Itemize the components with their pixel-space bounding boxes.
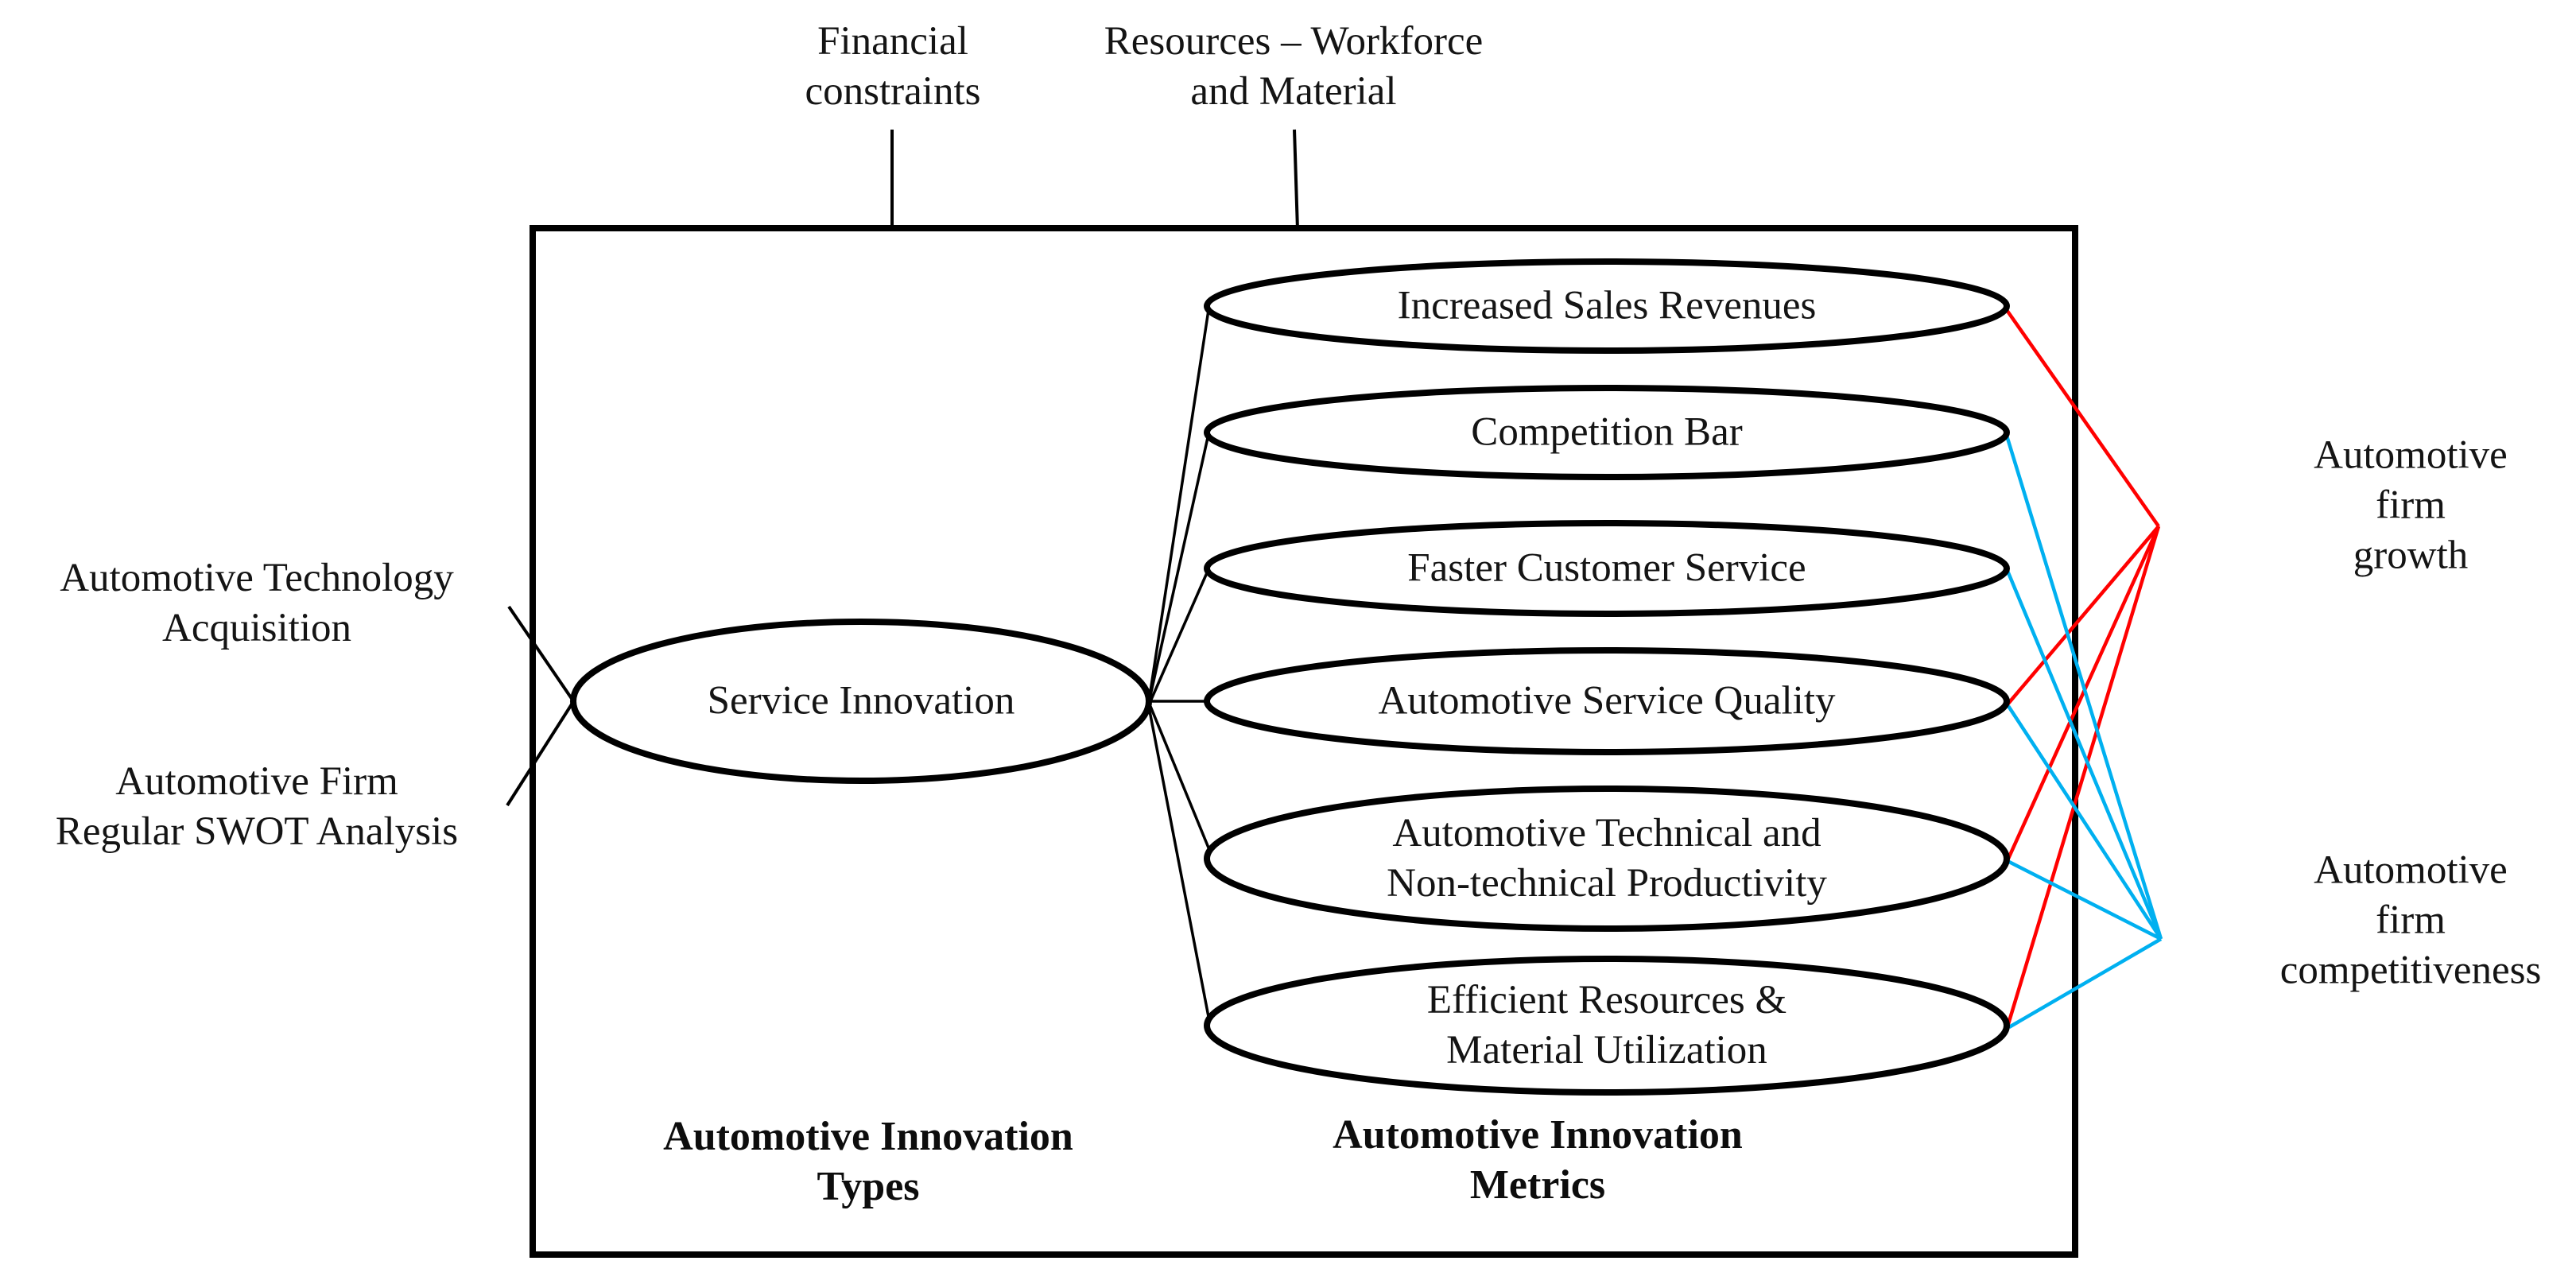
fan-line-faster-customer-service bbox=[1149, 568, 1210, 702]
service-innovation-ellipse bbox=[570, 619, 1152, 784]
growth-link-efficient-resources bbox=[2006, 526, 2161, 1025]
caption-innovation-metrics: Automotive Innovation Metrics bbox=[1333, 1112, 1743, 1208]
swot-analysis-label: Automotive Firm Regular SWOT Analysis bbox=[55, 759, 459, 854]
fan-line-increased-sales bbox=[1148, 309, 1210, 697]
service-innovation-label: Service Innovation bbox=[707, 678, 1015, 723]
metric-ellipse-faster-customer-service bbox=[1204, 520, 2010, 617]
resources-connector bbox=[1293, 129, 1299, 231]
competitiveness-link-service-quality bbox=[2007, 704, 2163, 941]
fan-line-productivity bbox=[1148, 704, 1213, 856]
growth-link-productivity bbox=[2006, 526, 2161, 859]
outcome-competitiveness-label: Automotive firm competitiveness bbox=[2279, 848, 2542, 993]
fan-line-efficient-resources bbox=[1147, 706, 1211, 1022]
metric-label-competition-bar: Competition Bar bbox=[1471, 409, 1743, 455]
technology-acquisition-label: Automotive Technology Acquisition bbox=[60, 556, 454, 650]
metric-ellipse-service-quality bbox=[1204, 647, 2010, 755]
metric-ellipse-efficient-resources bbox=[1204, 956, 2010, 1096]
metric-label-faster-customer-service: Faster Customer Service bbox=[1407, 545, 1806, 591]
metric-ellipse-competition-bar bbox=[1204, 385, 2010, 480]
growth-link-increased-sales bbox=[2005, 308, 2160, 528]
financial-constraints-label: Financial constraints bbox=[805, 19, 981, 114]
outcome-growth-label: Automotive firm growth bbox=[2314, 433, 2508, 578]
technology-acquisition-connector bbox=[507, 605, 577, 706]
caption-innovation-types: Automotive Innovation Types bbox=[663, 1114, 1073, 1209]
metric-label-increased-sales: Increased Sales Revenues bbox=[1397, 283, 1817, 328]
competitiveness-link-faster-customer-service bbox=[2005, 570, 2163, 940]
fan-line-competition-bar bbox=[1148, 433, 1210, 700]
competitiveness-link-competition-bar bbox=[2004, 435, 2163, 940]
system-boundary-box bbox=[530, 225, 2078, 1258]
metric-label-service-quality: Automotive Service Quality bbox=[1378, 678, 1836, 723]
growth-link-service-quality bbox=[2006, 525, 2160, 706]
metric-label-efficient-resources: Efficient Resources & Material Utilizati… bbox=[1426, 978, 1787, 1073]
competitiveness-link-productivity bbox=[2008, 859, 2163, 941]
metric-ellipse-productivity bbox=[1204, 786, 2010, 932]
metric-label-productivity: Automotive Technical and Non-technical P… bbox=[1387, 811, 1827, 906]
metric-ellipse-increased-sales bbox=[1204, 258, 2010, 354]
competitiveness-link-efficient-resources bbox=[2008, 937, 2163, 1029]
swot-analysis-connector bbox=[506, 696, 577, 807]
resources-workforce-label: Resources – Workforce and Material bbox=[1104, 19, 1484, 114]
